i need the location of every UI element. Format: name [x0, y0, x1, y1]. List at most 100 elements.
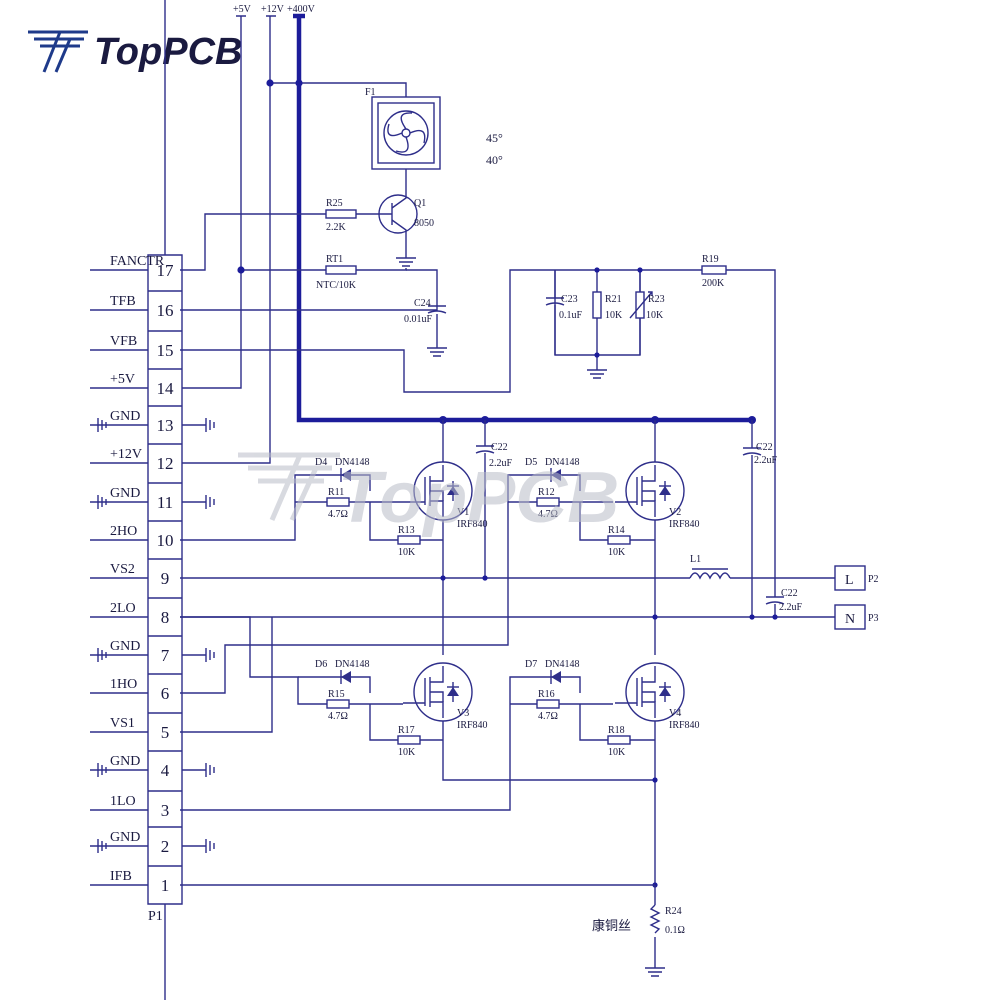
mosfet-value: IRF840 — [669, 720, 700, 731]
ground-icon — [97, 763, 107, 777]
output-letter: L — [845, 573, 854, 588]
ground-icon — [182, 648, 215, 662]
connector-pin: 9 VS2 — [90, 558, 182, 588]
mosfet-value: IRF840 — [669, 519, 700, 530]
r25-ref: R25 — [326, 198, 343, 209]
fan-icon — [383, 110, 429, 156]
pin-number: 17 — [157, 261, 175, 280]
resistor-icon — [326, 699, 350, 709]
c22-value: 2.2uF — [779, 602, 803, 613]
r24-value: 0.1Ω — [665, 925, 685, 936]
mosfet-ref: V2 — [669, 507, 681, 518]
pin-label: TFB — [110, 294, 136, 309]
r19-value: 200K — [702, 278, 725, 289]
watermark-mark-icon — [238, 452, 340, 522]
shunt-resistor-r24: R24 0.1Ω 康铜丝 — [592, 885, 685, 977]
pulldown-resistor-ref: R18 — [608, 725, 625, 736]
pin-label: GND — [110, 754, 140, 769]
q1-ref: Q1 — [414, 198, 426, 209]
connector-p1: P1 17FANCTR16TFB15VFB14+5V13GND12+12V11G… — [90, 0, 215, 1000]
pin-label: 2HO — [110, 524, 137, 539]
pin-number: 5 — [161, 723, 170, 742]
pin-number: 11 — [157, 493, 173, 512]
ground-icon — [97, 418, 107, 432]
resistor-icon — [536, 699, 560, 709]
pin-number: 14 — [157, 379, 175, 398]
gate-resistor-value: 4.7Ω — [538, 509, 558, 520]
fan-ref: F1 — [365, 87, 376, 98]
connector-pin: 1 IFB — [90, 865, 182, 895]
gate-resistor-ref: R16 — [538, 689, 555, 700]
connector-pin: 14 +5V — [90, 368, 182, 398]
fan-angle: 45° — [486, 131, 503, 145]
pin-number: 9 — [161, 569, 170, 588]
pin-label: FANCTR — [110, 254, 165, 269]
resistor-r25: R25 2.2K — [180, 198, 357, 271]
c23-value: 0.1uF — [559, 310, 583, 321]
connector-pin: 2 GND — [90, 826, 215, 856]
pin-label: VS2 — [110, 562, 135, 577]
ground-icon — [182, 495, 215, 509]
pin-number: 12 — [157, 454, 174, 473]
pin-label: 1HO — [110, 677, 137, 692]
pin-label: VFB — [110, 334, 137, 349]
diode-ref: D6 — [315, 659, 327, 670]
pin-label: GND — [110, 830, 140, 845]
pin-number: 4 — [161, 761, 170, 780]
pulldown-resistor-value: 10K — [398, 547, 416, 558]
pin-label: GND — [110, 409, 140, 424]
gate-resistor-ref: R12 — [538, 487, 555, 498]
connector-pin: 7 GND — [90, 635, 215, 665]
pin-label: GND — [110, 639, 140, 654]
diode-value: DN4148 — [335, 659, 369, 670]
watermark-text: TopPCB — [338, 458, 619, 538]
mosfet-value: IRF840 — [457, 519, 488, 530]
diode-ref: D5 — [525, 457, 537, 468]
ground-icon — [182, 763, 215, 777]
ground-icon — [97, 839, 107, 853]
ground-icon — [182, 839, 215, 853]
dc-bus: C22 2.2uF C22 2.2uF C22 2.2uF — [439, 416, 803, 617]
resistor-icon — [607, 535, 631, 545]
logo-text: TopPCB — [94, 31, 242, 73]
pin-label: GND — [110, 486, 140, 501]
resistor-icon — [607, 735, 631, 745]
watermark: TopPCB — [238, 452, 619, 538]
transistor-q1: Q1 8050 — [356, 194, 434, 267]
pin-number: 2 — [161, 837, 170, 856]
output-terminals: L P2 N P3 — [834, 565, 879, 630]
r25-value: 2.2K — [326, 222, 347, 233]
pin-number: 7 — [161, 646, 170, 665]
diode-icon — [323, 468, 371, 491]
pin-label: +5V — [110, 372, 135, 387]
mosfet-ref: V1 — [457, 507, 469, 518]
r23-ref: R23 — [648, 294, 665, 305]
r21-value: 10K — [605, 310, 623, 321]
pin-label: 1LO — [110, 794, 136, 809]
rt1-ref: RT1 — [326, 254, 343, 265]
pin-label: 2LO — [110, 601, 136, 616]
supply-label: +12V — [261, 4, 285, 15]
supply-label: +5V — [233, 4, 252, 15]
pin-number: 1 — [161, 876, 170, 895]
diode-icon — [323, 670, 371, 693]
diode-value: DN4148 — [545, 457, 579, 468]
q1-value: 8050 — [414, 218, 434, 229]
voltage-feedback-network: C23 0.1uF R21 10K R23 10K R19 200K — [180, 254, 776, 590]
pulldown-resistor-ref: R14 — [608, 525, 625, 536]
fan-f1: F1 45° 40° — [365, 87, 503, 196]
c22-value: 2.2uF — [489, 458, 513, 469]
supply-label: +400V — [287, 4, 316, 15]
c22-ref: C22 — [491, 442, 508, 453]
r24-note: 康铜丝 — [592, 918, 631, 933]
pin-number: 6 — [161, 684, 170, 703]
pin-label: IFB — [110, 869, 132, 884]
c22-ref: C22 — [756, 442, 773, 453]
